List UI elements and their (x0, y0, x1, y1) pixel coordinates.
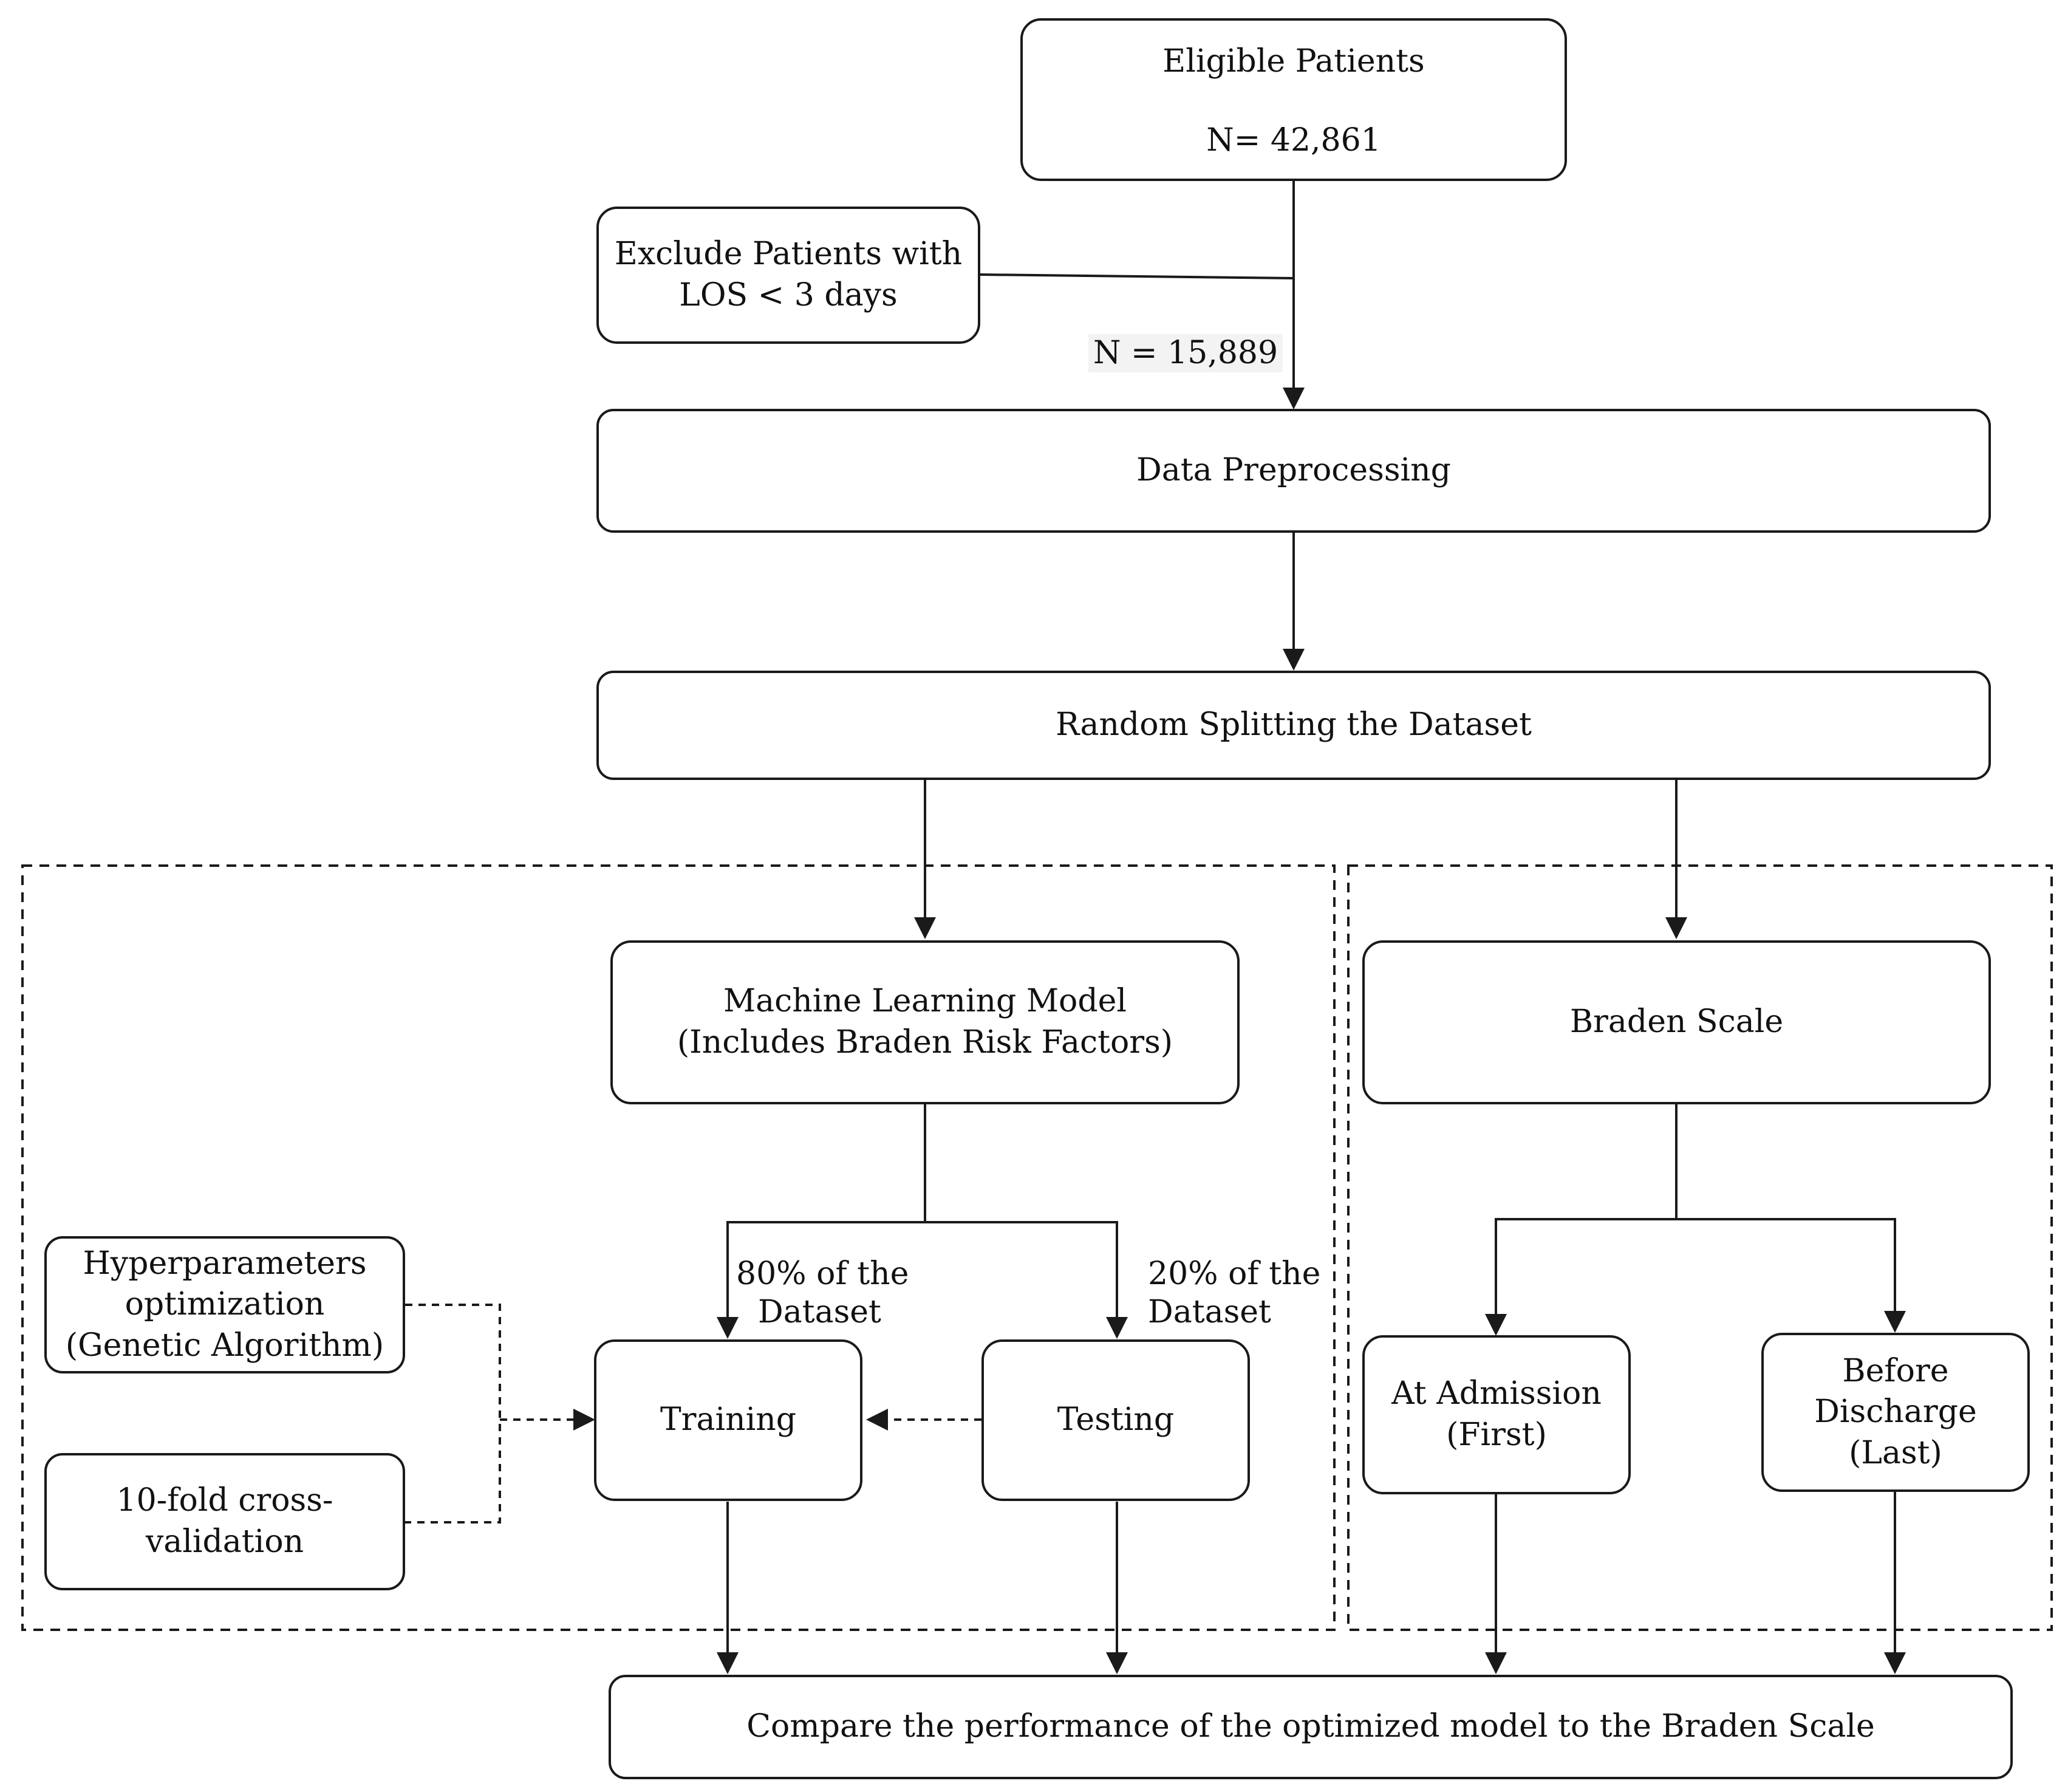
train-split-line-1: 80% of the (736, 1256, 909, 1292)
braden-group-panel (1347, 864, 2053, 1631)
arrowhead-splitting (1283, 649, 1305, 671)
before-discharge-box: Before Discharge (Last) (1761, 1333, 2030, 1492)
before-discharge-line-2: (Last) (1849, 1434, 1942, 1471)
eligible-patients-title: Eligible Patients (1162, 43, 1425, 80)
dashed-arrowhead-testing-to-training (866, 1409, 888, 1431)
ml-model-line-2: (Includes Braden Risk Factors) (677, 1024, 1173, 1061)
at-admission-line-2: (First) (1446, 1417, 1547, 1453)
cross-validation-box: 10-fold cross-validation (44, 1453, 405, 1590)
data-preprocessing-label: Data Preprocessing (1136, 452, 1451, 489)
ml-model-box: Machine Learning Model (Includes Braden … (610, 940, 1240, 1104)
training-box: Training (594, 1339, 862, 1501)
testing-box: Testing (981, 1339, 1250, 1501)
at-admission-line-1: At Admission (1391, 1375, 1602, 1412)
connector-exclusion (980, 273, 1294, 279)
random-splitting-label: Random Splitting the Dataset (1056, 706, 1532, 744)
connector-ml-to-training (726, 1221, 925, 1318)
random-splitting-box: Random Splitting the Dataset (596, 671, 1991, 780)
connector-braden-to-admission (1495, 1218, 1676, 1315)
connector-braden-to-discharge (1676, 1218, 1896, 1312)
hyperparameters-line-2: optimization (125, 1286, 325, 1323)
test-split-line-2: Dataset (1148, 1294, 1271, 1331)
test-split-line-1: 20% of the (1148, 1256, 1321, 1292)
hyperparameters-line-3: (Genetic Algorithm) (65, 1327, 384, 1364)
braden-scale-label: Braden Scale (1569, 1004, 1784, 1041)
dashed-connector-hyperparams (405, 1304, 501, 1524)
training-label: Training (660, 1401, 797, 1438)
exclude-line-1: Exclude Patients with (614, 236, 963, 273)
exclude-line-2: LOS < 3 days (679, 277, 898, 313)
test-split-label: 20% of the Dataset (1148, 1255, 1320, 1332)
compare-performance-label: Compare the performance of the optimized… (746, 1708, 1875, 1745)
arrowhead-discharge (1884, 1311, 1906, 1333)
train-split-label: 80% of the Dataset (736, 1255, 909, 1332)
arrowhead-compare-testing (1106, 1652, 1128, 1674)
connector-ml-to-testing (925, 1221, 1118, 1318)
ml-group-panel (21, 864, 1336, 1631)
eligible-patients-box: Eligible Patients N= 42,861 (1020, 18, 1567, 181)
after-exclusion-count: N = 15,889 (1088, 334, 1283, 373)
compare-performance-box: Compare the performance of the optimized… (609, 1675, 2013, 1779)
arrowhead-compare-discharge (1884, 1652, 1906, 1674)
dashed-arrowhead-training (573, 1409, 595, 1431)
at-admission-box: At Admission (First) (1362, 1335, 1631, 1494)
eligible-patients-count: N= 42,861 (1206, 121, 1381, 159)
arrowhead-preprocessing (1283, 388, 1305, 409)
arrowhead-training (717, 1317, 739, 1339)
train-split-line-2: Dataset (758, 1294, 881, 1331)
data-preprocessing-box: Data Preprocessing (596, 409, 1991, 533)
cross-validation-label: 10-fold cross-validation (116, 1482, 333, 1560)
testing-label: Testing (1057, 1401, 1175, 1438)
exclude-patients-box: Exclude Patients with LOS < 3 days (596, 207, 980, 344)
arrowhead-testing (1106, 1317, 1128, 1339)
before-discharge-line-1: Before Discharge (1814, 1352, 1977, 1431)
arrowhead-braden (1665, 917, 1687, 939)
hyperparameters-box: Hyperparameters optimization (Genetic Al… (44, 1236, 405, 1373)
arrowhead-compare-training (717, 1652, 739, 1674)
arrowhead-ml (914, 917, 936, 939)
arrowhead-admission (1485, 1314, 1507, 1336)
arrowhead-compare-admission (1485, 1652, 1507, 1674)
braden-scale-box: Braden Scale (1362, 940, 1991, 1104)
ml-model-line-1: Machine Learning Model (723, 983, 1127, 1020)
hyperparameters-line-1: Hyperparameters (83, 1245, 367, 1282)
